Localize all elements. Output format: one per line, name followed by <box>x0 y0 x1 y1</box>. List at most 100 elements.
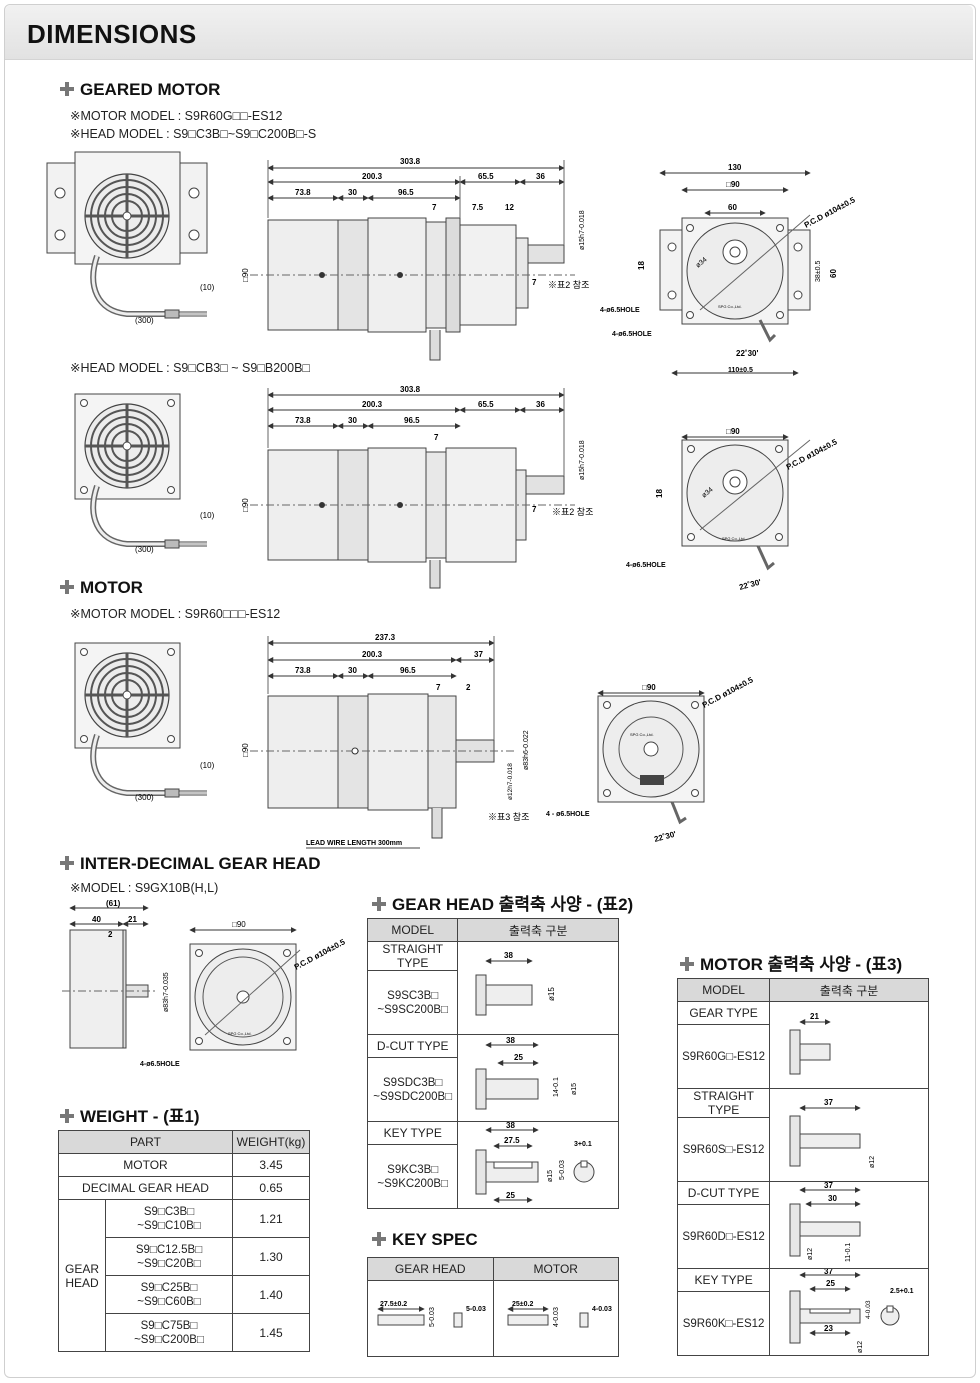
svg-text:37: 37 <box>824 1182 833 1190</box>
brand-mark: SPG Co.,Ltd. <box>718 304 742 309</box>
plus-icon <box>372 1232 386 1246</box>
svg-text:14-0.1: 14-0.1 <box>553 1077 560 1097</box>
svg-text:73.8: 73.8 <box>295 666 311 675</box>
svg-text:65.5: 65.5 <box>478 172 494 181</box>
svg-text:25±0.2: 25±0.2 <box>512 1301 533 1308</box>
lead-cable-label: (300) <box>135 316 154 325</box>
motor-shaft-table: MODEL 출력축 구분 GEAR TYPE 21 S9R60G□-ES12 S… <box>676 978 929 1356</box>
svg-text:4-ø6.5HOLE: 4-ø6.5HOLE <box>140 1061 180 1068</box>
svg-text:P.C.D ø104±0.5: P.C.D ø104±0.5 <box>293 937 347 972</box>
svg-text:22˚30': 22˚30' <box>738 577 762 592</box>
svg-text:※표3 참조: ※표3 참조 <box>488 812 529 822</box>
svg-text:ø15: ø15 <box>547 1170 554 1182</box>
svg-text:2: 2 <box>108 930 113 939</box>
svg-text:11-0.1: 11-0.1 <box>845 1243 852 1262</box>
geared-head-model-note-2: ※HEAD MODEL : S9□CB3□ ~ S9□B200B□ <box>70 361 310 375</box>
svg-text:38±0.5: 38±0.5 <box>815 261 822 282</box>
svg-text:□90: □90 <box>241 498 250 512</box>
geared-motor-rear-view-1: (10) (300) <box>46 151 215 325</box>
motor-shaft-heading: MOTOR 출력축 사양 - (표3) <box>680 950 902 975</box>
svg-text:4-ø6.5HOLE: 4-ø6.5HOLE <box>600 307 640 314</box>
motor-shaft-gear: 21 <box>769 1001 929 1089</box>
title-bar: DIMENSIONS <box>5 5 973 60</box>
motor-shaft-straight: 37 ø12 <box>769 1088 929 1182</box>
svg-text:27.5: 27.5 <box>504 1136 520 1145</box>
svg-text:60: 60 <box>829 269 838 278</box>
svg-text:21: 21 <box>128 915 137 924</box>
geared-motor-rear-view-2: (10) (300) <box>74 393 215 554</box>
geared-motor-side-view-2: 303.8 200.3 65.5 36 73.8 30 96.5 7 7 ※표2… <box>241 385 593 589</box>
svg-text:ø83h7-0.035: ø83h7-0.035 <box>163 972 170 1012</box>
motor-heading: MOTOR <box>60 578 143 598</box>
svg-text:P.C.D ø104±0.5: P.C.D ø104±0.5 <box>803 195 857 230</box>
svg-text:ø12: ø12 <box>857 1341 864 1353</box>
shaft-drawing-key: 38 27.5 ø15 5-0.03 3+0.1 25 <box>457 1121 619 1209</box>
geared-motor-model-note: ※MOTOR MODEL : S9R60G□□-ES12 <box>70 109 283 123</box>
motor-side-view: 237.3 200.3 37 73.8 30 96.5 7 2 □90 ø12h… <box>241 633 530 849</box>
svg-text:38: 38 <box>506 1122 515 1130</box>
motor-model-note: ※MOTOR MODEL : S9R60□□□-ES12 <box>70 607 281 621</box>
svg-text:38: 38 <box>504 951 513 960</box>
svg-text:3+0.1: 3+0.1 <box>574 1141 592 1148</box>
svg-text:ø12h7-0.018: ø12h7-0.018 <box>507 763 514 800</box>
svg-text:□90: □90 <box>726 427 740 436</box>
svg-text:37: 37 <box>474 650 483 659</box>
svg-text:18: 18 <box>655 489 664 498</box>
svg-text:30: 30 <box>348 666 357 675</box>
dim-overall: 303.8 <box>400 157 421 166</box>
svg-text:SPG Co.,Ltd.: SPG Co.,Ltd. <box>722 536 746 541</box>
geared-motor-front-view-1: 130 □90 60 P.C.D ø104±0.5 ø34 18 38±0.5 … <box>600 163 857 376</box>
motor-front-view: □90 P.C.D ø104±0.5 4 - ø6.5HOLE 22˚30' S… <box>546 675 755 844</box>
svg-text:96.5: 96.5 <box>404 416 420 425</box>
svg-text:4 - ø6.5HOLE: 4 - ø6.5HOLE <box>546 811 590 818</box>
shaft-drawing-dcut: 38 25 14-0.1 ø15 <box>457 1034 619 1122</box>
plus-icon <box>60 580 74 594</box>
motor-shaft-dcut: 37 30 ø12 11-0.1 <box>769 1181 929 1269</box>
side-dim: □90 <box>241 268 250 282</box>
svg-text:ø12: ø12 <box>869 1156 876 1168</box>
svg-text:5-0.03: 5-0.03 <box>429 1307 436 1327</box>
svg-text:73.8: 73.8 <box>295 188 311 197</box>
svg-text:25: 25 <box>506 1191 515 1200</box>
svg-text:12: 12 <box>505 203 514 212</box>
svg-text:22˚30': 22˚30' <box>653 829 677 844</box>
geared-head-model-note: ※HEAD MODEL : S9□C3B□~S9□C200B□-S <box>70 127 317 141</box>
svg-text:30: 30 <box>348 416 357 425</box>
svg-text:200.3: 200.3 <box>362 650 383 659</box>
key-gear-drawing: 27.5±0.2 5-0.03 5-0.03 <box>367 1280 494 1357</box>
svg-text:25: 25 <box>826 1279 835 1288</box>
svg-text:60: 60 <box>728 203 737 212</box>
svg-text:37: 37 <box>824 1098 833 1107</box>
shaft-dim: ø15h7-0.018 <box>579 210 586 250</box>
svg-text:18: 18 <box>637 261 646 270</box>
svg-text:(300): (300) <box>135 793 154 802</box>
inter-gear-model-note: ※MODEL : S9GX10B(H,L) <box>70 881 219 895</box>
svg-text:110±0.5: 110±0.5 <box>728 367 753 374</box>
plus-icon <box>60 82 74 96</box>
svg-text:2.5+0.1: 2.5+0.1 <box>890 1288 914 1295</box>
svg-text:5-0.03: 5-0.03 <box>466 1306 486 1313</box>
svg-text:96.5: 96.5 <box>400 666 416 675</box>
inter-gear-front-view: □90 P.C.D ø104±0.5 4-ø6.5HOLE SPG Co.,Lt… <box>140 920 347 1068</box>
svg-text:※표2 참조: ※표2 참조 <box>552 507 593 517</box>
svg-text:4-0.03: 4-0.03 <box>592 1306 612 1313</box>
svg-text:25: 25 <box>514 1053 523 1062</box>
svg-text:7.5: 7.5 <box>472 203 484 212</box>
plus-icon <box>60 856 74 870</box>
svg-text:37: 37 <box>824 1269 833 1276</box>
svg-text:7: 7 <box>432 203 437 212</box>
svg-text:200.3: 200.3 <box>362 400 383 409</box>
svg-text:73.8: 73.8 <box>295 416 311 425</box>
svg-text:30: 30 <box>348 188 357 197</box>
svg-text:40: 40 <box>92 915 101 924</box>
svg-text:21: 21 <box>810 1012 819 1021</box>
svg-text:□90: □90 <box>726 180 740 189</box>
svg-text:□90: □90 <box>642 683 656 692</box>
key-motor-drawing: 25±0.2 4-0.03 4-0.03 <box>492 1280 619 1357</box>
svg-text:36: 36 <box>536 172 545 181</box>
plus-icon <box>680 957 694 971</box>
motor-rear-view: (10) (300) <box>74 642 215 802</box>
svg-text:96.5: 96.5 <box>398 188 414 197</box>
